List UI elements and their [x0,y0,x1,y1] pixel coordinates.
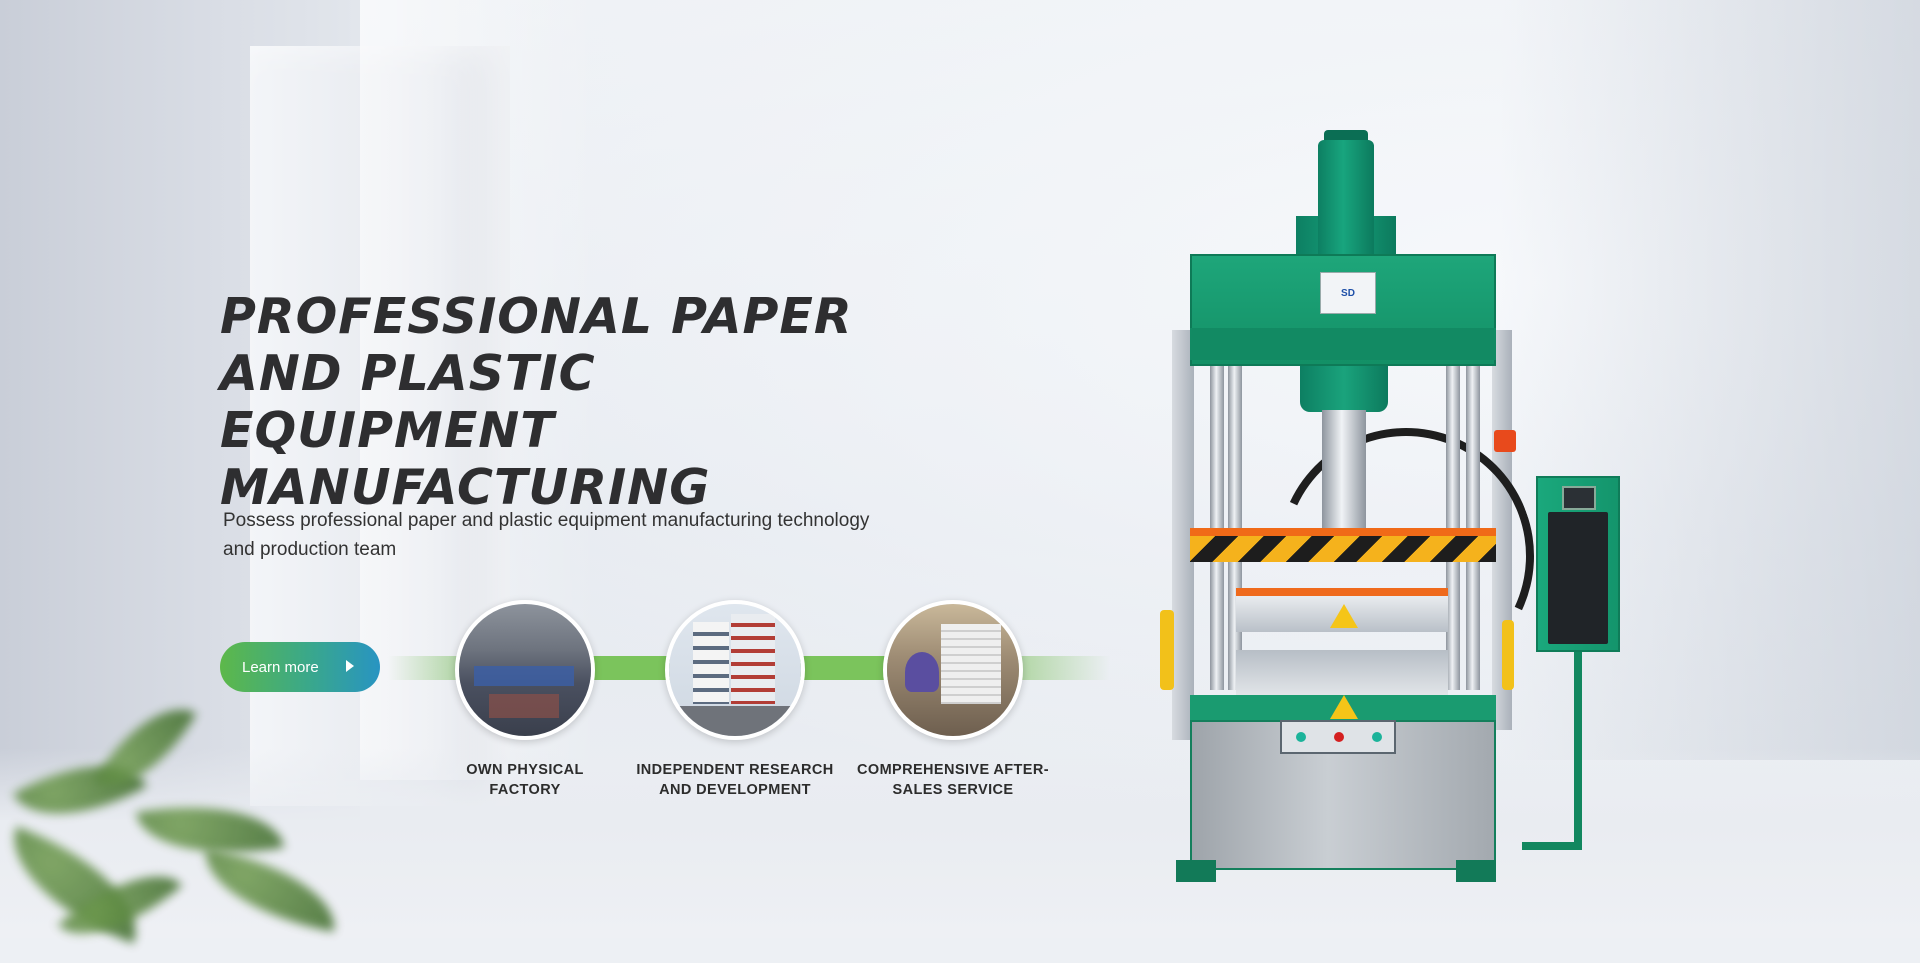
machine-control-buttons [1280,720,1396,754]
machine-safety-guard [1502,620,1514,690]
green-button-icon [1296,732,1306,742]
feature-label: OWN PHYSICAL FACTORY [420,760,630,800]
machine-column [1228,360,1242,690]
feature-connector [590,656,670,680]
hero-title-line: MANUFACTURING [220,459,711,516]
hero-title-line: AND PLASTIC EQUIPMENT [220,345,596,459]
machine-foot [1456,860,1496,882]
feature-label: COMPREHENSIVE AFTER- SALES SERVICE [848,760,1058,800]
feature-image-factory [455,600,595,740]
feature-image-building [665,600,805,740]
hydraulic-press-machine-image: SD [1150,120,1630,910]
machine-hazard-platen [1190,528,1496,562]
machine-logo-plate: SD [1320,272,1376,314]
feature-label-line: AND DEVELOPMENT [659,782,811,798]
feature-label-line: OWN PHYSICAL [466,762,584,778]
feature-label: INDEPENDENT RESEARCH AND DEVELOPMENT [630,760,840,800]
machine-column [1210,360,1224,690]
hero-description-line: Possess professional paper and plastic e… [223,510,870,531]
machine-valve [1494,430,1516,452]
feature-label-line: FACTORY [489,782,561,798]
machine-safety-guard [1160,610,1174,690]
machine-cylinder [1318,140,1374,270]
feature-after-sales-service[interactable]: COMPREHENSIVE AFTER- SALES SERVICE [848,600,1058,800]
feature-own-factory[interactable]: OWN PHYSICAL FACTORY [420,600,630,800]
machine-column [1466,360,1480,690]
warning-triangle-icon [1330,695,1358,719]
machine-head-strip [1190,328,1496,360]
hero-description: Possess professional paper and plastic e… [223,506,923,564]
machine-display-screen [1562,486,1596,510]
machine-column [1446,360,1460,690]
hero-title-line: PROFESSIONAL PAPER [220,288,853,345]
machine-foot [1176,860,1216,882]
learn-more-button[interactable]: Learn more [220,642,380,692]
feature-image-service [883,600,1023,740]
feature-connector [1010,656,1110,680]
green-button-icon [1372,732,1382,742]
learn-more-label: Learn more [242,658,319,676]
warning-triangle-icon [1330,604,1358,628]
play-arrow-icon [346,660,354,672]
machine-frame [1172,330,1194,740]
machine-ram-housing [1300,366,1388,412]
machine-control-panel [1548,512,1608,644]
red-button-icon [1334,732,1344,742]
feature-research-development[interactable]: INDEPENDENT RESEARCH AND DEVELOPMENT [630,600,840,800]
feature-label-line: COMPREHENSIVE AFTER- [857,762,1049,778]
hero-title: PROFESSIONAL PAPER AND PLASTIC EQUIPMENT… [220,288,940,516]
machine-logo-text: SD [1341,287,1355,299]
feature-label-line: SALES SERVICE [892,782,1014,798]
feature-connector [800,656,890,680]
machine-side-stand [1522,650,1582,850]
machine-lower-mold [1236,650,1448,700]
feature-label-line: INDEPENDENT RESEARCH [636,762,834,778]
hero-description-line: and production team [223,539,397,560]
machine-ram [1322,410,1366,550]
